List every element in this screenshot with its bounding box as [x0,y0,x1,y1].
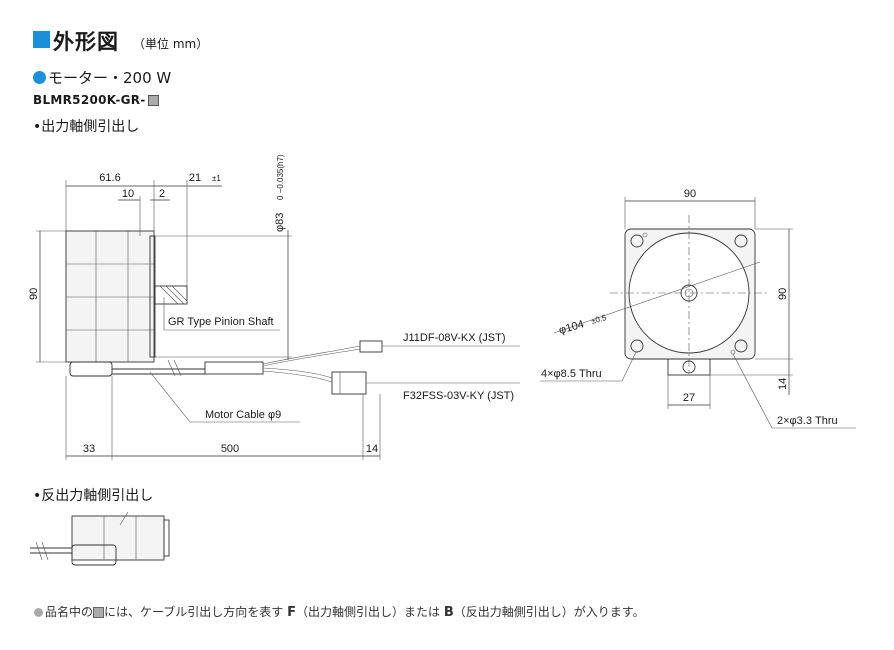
note-text-2: には、ケーブル引出し方向を表す [104,605,284,619]
dim-21-tol: ±1 [212,174,221,183]
page-title: 外形図 [53,30,119,54]
placeholder-box-icon [147,95,159,106]
side-view: 61.6 10 2 21 ±1 φ83 0 −0.035(h7) 90 33 5… [28,154,520,460]
section-heading-output: •出力軸側引出し [33,119,140,135]
model-text: BLMR5200K-GR- [33,93,146,107]
note-text-1: 品名中の [45,605,94,619]
label-connector-j11df: J11DF-08V-KX (JST) [403,332,506,344]
bullet-circle-icon [33,71,46,84]
note-letter-b: B [443,605,454,620]
label-pinion-shaft: GR Type Pinion Shaft [168,316,274,328]
label-connector-f32fss: F32FSS-03V-KY (JST) [403,390,514,402]
motor-label: モーター・200 W [48,69,172,87]
note-placeholder-box-icon [93,607,105,618]
opposite-view [30,511,170,566]
dim-27: 27 [683,392,695,404]
dim-14-side: 14 [366,443,378,455]
dim-front-14: 14 [777,378,789,390]
dim-2: 2 [159,188,165,200]
section-heading-opposite: •反出力軸側引出し [33,488,154,504]
dim-side-90: 90 [28,288,40,300]
dim-500: 500 [221,443,239,455]
dim-phi83-tol: 0 −0.035(h7) [276,154,285,200]
dim-21: 21 [189,172,201,184]
dim-phi83: φ83 [274,213,286,232]
dim-61-6: 61.6 [99,172,120,184]
dim-phi104-tol: ±0.5 [590,313,608,326]
front-view: 90 90 φ104 ±0.5 4×φ8.5 Thru 27 14 2×φ3.3… [540,188,856,429]
label-motor-cable: Motor Cable φ9 [205,409,281,421]
unit-label: （単位 mm） [133,37,209,51]
footnote: 品名中のには、ケーブル引出し方向を表す F（出力軸側引出し）または B（反出力軸… [34,603,645,620]
dim-front-top-90: 90 [684,188,696,200]
dim-33: 33 [83,443,95,455]
dim-phi104: φ104 [558,318,586,337]
title-square-icon [33,31,50,48]
note-letter-f: F [287,605,297,620]
dim-10: 10 [122,188,134,200]
note-text-4: （反出力軸側引出し）が入ります。 [453,605,645,619]
note-text-3: （出力軸側引出し）または [296,605,441,619]
dim-front-right-90: 90 [777,288,789,300]
dim-taps: 2×φ3.3 Thru [777,415,838,427]
dim-holes: 4×φ8.5 Thru [541,368,602,380]
note-bullet-icon [34,608,43,617]
model-number: BLMR5200K-GR- [33,93,159,107]
